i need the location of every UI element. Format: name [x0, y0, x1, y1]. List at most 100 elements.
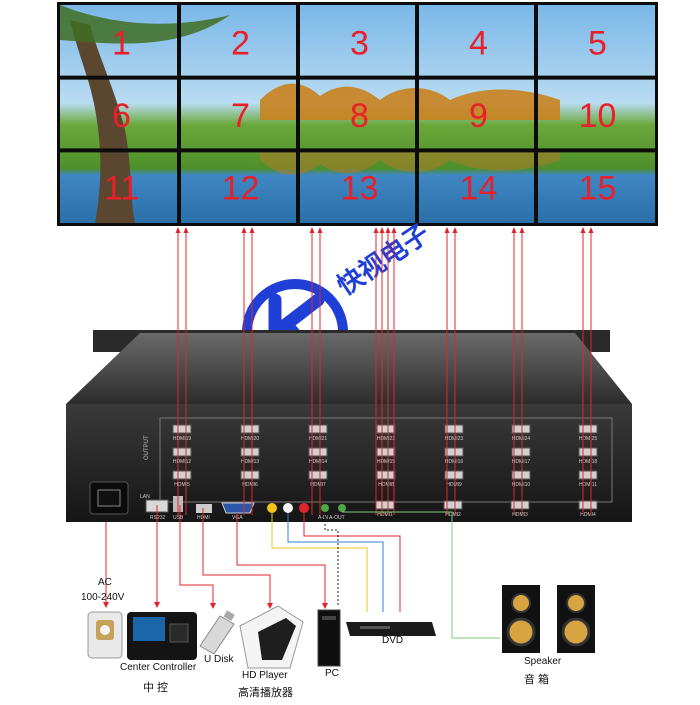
hdmi-port[interactable]: [375, 500, 395, 510]
screen-number: 1: [112, 24, 131, 62]
input-cables: [103, 505, 500, 639]
ac-socket-hole: [100, 625, 110, 635]
tree-reflection: [260, 150, 560, 175]
cable-arrowhead: [391, 227, 397, 233]
hdmi-port[interactable]: [444, 447, 464, 457]
hdmi-port[interactable]: [308, 447, 328, 457]
rs232-label: RS232: [150, 515, 166, 521]
cable-arrowhead: [452, 227, 458, 233]
audio-label: A-IN A-OUT: [318, 515, 345, 521]
hdmi-port[interactable]: [578, 424, 598, 434]
screen-number: 10: [579, 97, 617, 135]
cable-pc-vga: [236, 513, 328, 609]
hdmi-port-label: HDMI17: [512, 459, 531, 465]
screen-number: 11: [104, 170, 139, 208]
hdmi-port[interactable]: [578, 447, 598, 457]
udisk-connector: [223, 610, 235, 621]
hdmi-port-label: HDMI12: [173, 459, 192, 465]
hdmi-port[interactable]: [376, 447, 396, 457]
screen-number: 8: [350, 97, 369, 135]
screen-number: 6: [112, 97, 131, 135]
speaker-left-tweeter: [511, 593, 531, 613]
tree-canopy: [60, 5, 230, 44]
usb-label: USB: [173, 515, 184, 521]
hdmi-port[interactable]: [240, 447, 260, 457]
screen-number: 4: [469, 24, 488, 62]
hdmi-port-label: HDMI8: [378, 482, 394, 488]
hd-player-cn-label: 高清播放器: [238, 687, 293, 699]
cable-arrowhead: [519, 227, 525, 233]
hdmi-port-label: HDMI13: [241, 459, 260, 465]
hdmi-port-label: HDMI11: [579, 482, 597, 488]
cable-speaker: [342, 511, 500, 639]
pc-tower: [317, 609, 341, 667]
udisk-label: U Disk: [204, 654, 234, 665]
cable-arrowhead: [309, 227, 315, 233]
player-face: [258, 618, 296, 660]
hdmi-port[interactable]: [172, 447, 192, 457]
ac-voltage-label: 100-240V: [81, 592, 125, 603]
lan-label: LAN: [140, 494, 150, 500]
hdmi-port[interactable]: [172, 470, 192, 480]
hdmi-port[interactable]: [240, 424, 260, 434]
hdmi-port[interactable]: [578, 500, 598, 510]
hdmi-port[interactable]: [511, 447, 531, 457]
screen-number: 15: [579, 170, 617, 208]
ac-label: AC: [98, 577, 112, 588]
ac-socket: [87, 611, 123, 659]
screen-number: 2: [231, 24, 250, 62]
audio-jack-yellow[interactable]: [267, 503, 277, 513]
power-socket-inner: [97, 489, 121, 507]
cable-arrowhead: [379, 227, 385, 233]
cable-arrowhead: [444, 227, 450, 233]
audio-in-jack[interactable]: [321, 504, 329, 512]
cable-arrowhead: [241, 227, 247, 233]
controller-keypad: [169, 623, 189, 643]
audio-jack-white[interactable]: [283, 503, 293, 513]
hdmi-port[interactable]: [444, 424, 464, 434]
center-controller-device: [127, 612, 197, 660]
hdmi-port[interactable]: [511, 424, 531, 434]
hdmi-port-label: HDMI4: [580, 512, 596, 518]
audio-out-jack[interactable]: [338, 504, 346, 512]
cable-arrowhead: [373, 227, 379, 233]
cable-arrowhead: [317, 227, 323, 233]
hdmi-port[interactable]: [511, 470, 531, 480]
cable-pc-audio: [324, 512, 339, 606]
dvd-tray: [360, 626, 390, 629]
hdmi-port[interactable]: [444, 470, 464, 480]
cable-arrowhead: [511, 227, 517, 233]
hdmi-port[interactable]: [308, 470, 328, 480]
distant-trees: [260, 83, 560, 120]
hdmi-port[interactable]: [376, 424, 396, 434]
hdmi-port-label: HDMI16: [445, 459, 464, 465]
hdmi-port[interactable]: [240, 470, 260, 480]
hdmi-port[interactable]: [376, 470, 396, 480]
vga-port[interactable]: [221, 502, 255, 514]
hdmi-port[interactable]: [578, 470, 598, 480]
hdmi-port-label: HDMI25: [579, 436, 598, 442]
cable-arrowhead: [175, 227, 181, 233]
hdmi-port-label: HDMI14: [309, 459, 328, 465]
screen-number: 3: [350, 24, 369, 62]
hdmi-port[interactable]: [172, 424, 192, 434]
hdmi-port-label: HDMI15: [377, 459, 396, 465]
screen-number: 12: [222, 170, 260, 208]
dvd-device: [346, 622, 436, 636]
pc-label: PC: [325, 668, 339, 679]
dvd-label: DVD: [382, 635, 404, 646]
hdmi-port-label: HDMI19: [173, 436, 192, 442]
speaker-label: Speaker: [524, 656, 562, 667]
hdmi-input-port[interactable]: [196, 504, 212, 513]
cable-udisk: [179, 505, 216, 609]
hdmi-port[interactable]: [510, 500, 530, 510]
audio-jack-red[interactable]: [299, 503, 309, 513]
center-controller-cn-label: 中 控: [143, 682, 169, 694]
hdmi-port[interactable]: [308, 424, 328, 434]
hdmi-port[interactable]: [443, 500, 463, 510]
output-cables: [175, 227, 594, 515]
